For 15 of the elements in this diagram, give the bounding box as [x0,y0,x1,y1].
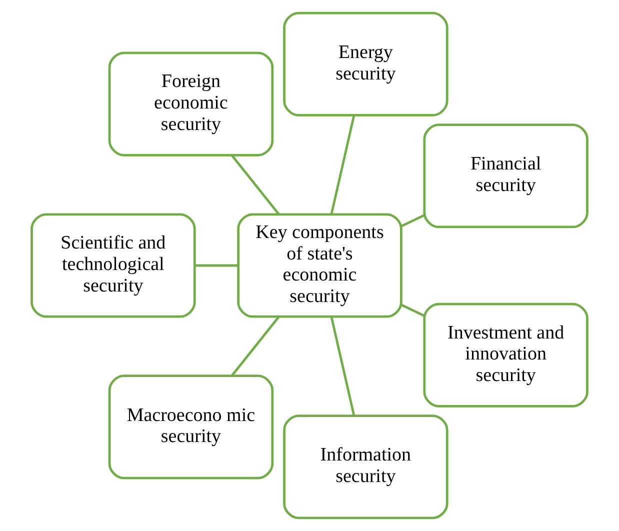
connector [400,214,425,228]
connector [330,115,356,214]
node-box: Information security [283,414,448,520]
node-box: Key components of state's economic security [237,213,402,318]
node-box: Macroecono mic security [108,374,274,480]
node-box: Investment and innovation security [423,302,588,408]
node-box: Financial security [423,124,588,228]
connector [400,304,425,317]
node-box: Energy security [283,12,448,116]
connector [194,264,238,267]
connector [231,316,280,376]
connector [330,316,356,416]
node-box: Foreign economic security [108,52,274,156]
node-box: Scientific and technological security [30,213,196,318]
connector [231,154,280,215]
